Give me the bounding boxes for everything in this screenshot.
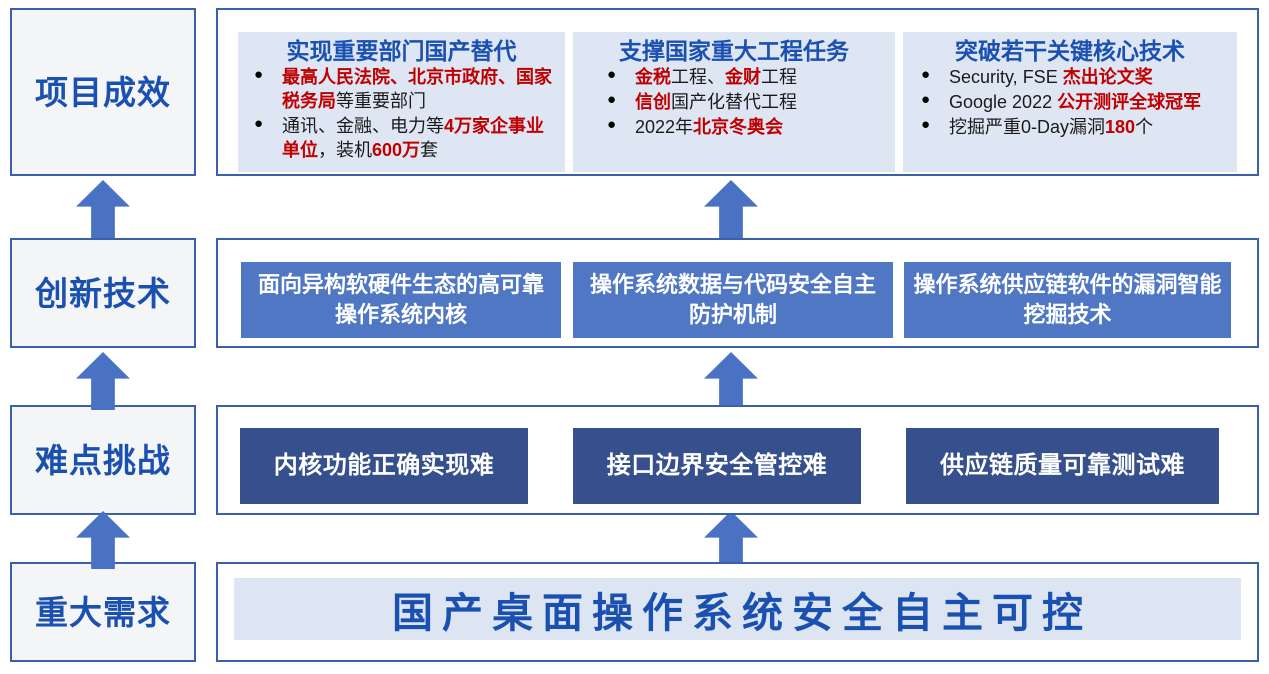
up-arrow-icon-content-innovation-to-outcomes <box>704 180 758 238</box>
up-arrow-icon-content-challenges-to-innovation <box>704 352 758 410</box>
outcome-card-title: 突破若干关键核心技术 <box>955 38 1185 64</box>
row-frame-innovation: 面向异构软硬件生态的高可靠操作系统内核 操作系统数据与代码安全自主防护机制 操作… <box>216 238 1259 348</box>
bullet-segment: 2022年 <box>635 116 694 137</box>
row-frame-challenges: 内核功能正确实现难 接口边界安全管控难 供应链质量可靠测试难 <box>216 405 1259 515</box>
bullet-segment: 北京冬奥会 <box>693 116 784 137</box>
up-arrow-icon-left-innovation-to-outcomes <box>76 180 130 238</box>
up-arrow-icon-left-needs-to-challenges <box>76 511 130 569</box>
bullet-segment: 杰出论文奖 <box>1062 67 1153 88</box>
bullet-segment: 最高人民法院、北京市政府、国家税务局 <box>282 67 552 112</box>
outcome-card-national-projects: 支撑国家重大工程任务 金税工程、金财工程 信创国产化替代工程 2022年北京冬奥… <box>573 32 895 172</box>
bullet-segment: 信创 <box>635 92 671 113</box>
outcome-bullet-list: Security, FSE 杰出论文奖 Google 2022 公开测评全球冠军… <box>907 65 1233 140</box>
row-label-text: 项目成效 <box>35 73 171 111</box>
row-label-innovation: 创新技术 <box>10 238 196 348</box>
needs-banner: 国产桌面操作系统安全自主可控 <box>234 578 1241 640</box>
bullet-segment: 工程 <box>761 67 797 88</box>
challenge-card-title: 接口边界安全管控难 <box>606 452 828 480</box>
row-frame-outcomes: 实现重要部门国产替代 最高人民法院、北京市政府、国家税务局等重要部门 通讯、金融… <box>216 8 1259 176</box>
innovation-card-title: 操作系统数据与代码安全自主防护机制 <box>589 271 876 327</box>
row-label-needs: 重大需求 <box>10 562 196 662</box>
innovation-card-data-code-protection: 操作系统数据与代码安全自主防护机制 <box>573 262 893 338</box>
row-label-outcomes: 项目成效 <box>10 8 196 176</box>
list-item: Google 2022 公开测评全球冠军 <box>919 90 1229 115</box>
outcome-card-title: 支撑国家重大工程任务 <box>619 38 849 64</box>
row-label-challenges: 难点挑战 <box>10 405 196 515</box>
bullet-segment: 国产化替代工程 <box>671 92 797 113</box>
challenge-card-kernel-correctness: 内核功能正确实现难 <box>240 428 528 504</box>
challenge-card-interface-security: 接口边界安全管控难 <box>573 428 861 504</box>
bullet-segment: 工程、 <box>671 67 725 88</box>
list-item: 信创国产化替代工程 <box>605 90 887 115</box>
list-item: Security, FSE 杰出论文奖 <box>919 65 1229 90</box>
bullet-segment: 600万 <box>372 139 421 160</box>
bullet-segment: 等重要部门 <box>336 91 426 112</box>
list-item: 最高人民法院、北京市政府、国家税务局等重要部门 <box>252 65 557 114</box>
bullet-segment: Google 2022 <box>949 92 1058 113</box>
row-label-text: 创新技术 <box>35 274 171 312</box>
row-label-text: 重大需求 <box>35 593 171 631</box>
up-arrow-icon-content-needs-to-challenges <box>704 511 758 569</box>
bullet-segment: 套 <box>420 139 439 160</box>
bullet-segment: 挖掘严重0-Day漏洞 <box>949 116 1106 137</box>
bullet-segment: ，装机 <box>318 139 372 160</box>
challenge-card-title: 内核功能正确实现难 <box>273 452 495 480</box>
up-arrow-icon-left-challenges-to-innovation <box>76 352 130 410</box>
needs-banner-text: 国产桌面操作系统安全自主可控 <box>392 590 1092 636</box>
list-item: 挖掘严重0-Day漏洞180个 <box>919 115 1229 140</box>
row-frame-needs: 国产桌面操作系统安全自主可控 <box>216 562 1259 662</box>
bullet-segment: 个 <box>1135 116 1154 137</box>
list-item: 通讯、金融、电力等4万家企事业单位，装机600万套 <box>252 114 557 163</box>
bullet-segment: 4万家企事业单位 <box>282 115 545 160</box>
bullet-segment: 180 <box>1105 116 1136 137</box>
bullet-segment: 通讯、金融、电力等 <box>282 115 444 136</box>
outcome-card-key-technologies: 突破若干关键核心技术 Security, FSE 杰出论文奖 Google 20… <box>903 32 1237 172</box>
bullet-segment: Security, FSE <box>949 67 1063 88</box>
row-label-text: 难点挑战 <box>35 441 171 479</box>
innovation-card-title: 操作系统供应链软件的漏洞智能挖掘技术 <box>913 271 1222 327</box>
outcome-bullet-list: 金税工程、金财工程 信创国产化替代工程 2022年北京冬奥会 <box>577 65 891 140</box>
challenge-card-title: 供应链质量可靠测试难 <box>940 452 1185 480</box>
bullet-segment: 公开测评全球冠军 <box>1057 92 1202 113</box>
list-item: 2022年北京冬奥会 <box>605 115 887 140</box>
innovation-card-kernel: 面向异构软硬件生态的高可靠操作系统内核 <box>241 262 561 338</box>
outcome-card-domestic-replacement: 实现重要部门国产替代 最高人民法院、北京市政府、国家税务局等重要部门 通讯、金融… <box>238 32 565 172</box>
outcome-bullet-list: 最高人民法院、北京市政府、国家税务局等重要部门 通讯、金融、电力等4万家企事业单… <box>242 65 561 163</box>
list-item: 金税工程、金财工程 <box>605 65 887 90</box>
innovation-card-supply-chain-mining: 操作系统供应链软件的漏洞智能挖掘技术 <box>904 262 1231 338</box>
bullet-segment: 金财 <box>725 67 761 88</box>
innovation-card-title: 面向异构软硬件生态的高可靠操作系统内核 <box>257 271 544 327</box>
challenge-card-supply-chain-testing: 供应链质量可靠测试难 <box>906 428 1219 504</box>
outcome-card-title: 实现重要部门国产替代 <box>286 38 517 64</box>
bullet-segment: 金税 <box>635 67 671 88</box>
